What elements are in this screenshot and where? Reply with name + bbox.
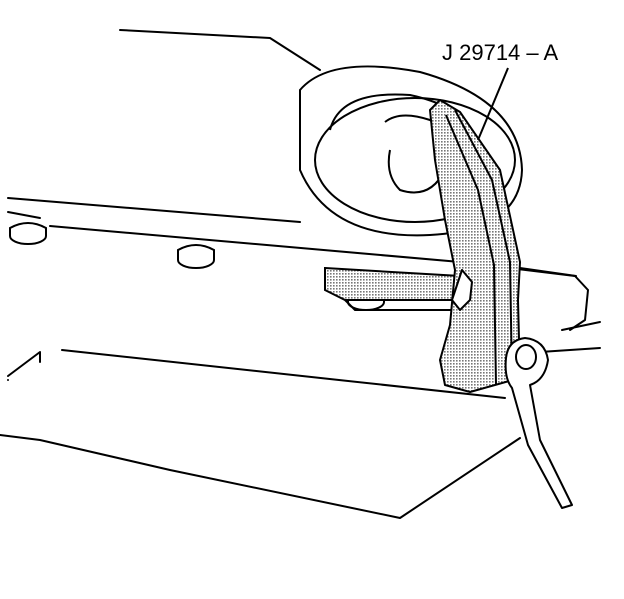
- bracket-arm: [324, 266, 472, 311]
- pan-bolt-left: [9, 222, 47, 245]
- callout-leader-line: [477, 67, 509, 141]
- vehicle-body-outline: [0, 29, 601, 519]
- filter-wrench-tool: [429, 99, 521, 393]
- open-end-wrench: [504, 337, 573, 509]
- pan-bolt-middle: [177, 244, 215, 269]
- tool-callout-label: J 29714 – A: [442, 40, 559, 65]
